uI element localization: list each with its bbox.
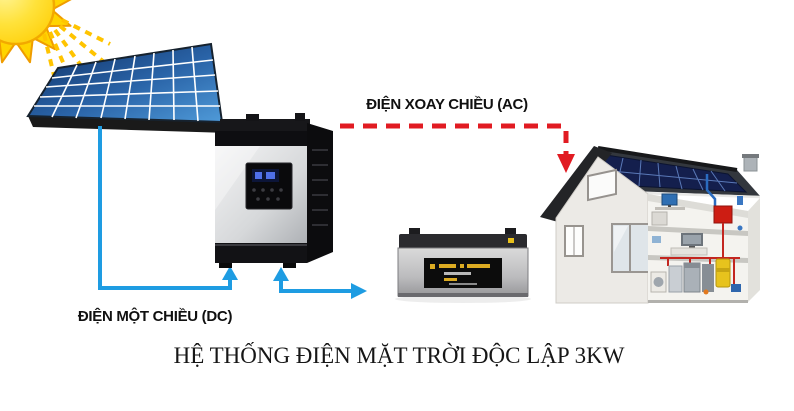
inverter-base bbox=[215, 243, 307, 263]
arrowhead-up-icon bbox=[222, 266, 238, 280]
wall-inverter-box bbox=[713, 205, 733, 224]
chimney bbox=[743, 155, 758, 172]
solar-panel-frame-bottom bbox=[28, 116, 229, 133]
inverter-side-panel bbox=[307, 123, 333, 263]
inverter-top-bezel bbox=[215, 131, 307, 146]
house-interior-cutaway bbox=[648, 174, 760, 303]
sun-rays bbox=[42, 18, 111, 93]
house bbox=[540, 146, 761, 304]
battery-lid bbox=[399, 234, 527, 250]
house-right-wall bbox=[748, 198, 760, 302]
battery-terminal bbox=[505, 228, 516, 236]
sun-core bbox=[0, 0, 56, 46]
arrowhead-right-icon bbox=[351, 283, 367, 299]
solar-panel-grid bbox=[34, 46, 220, 122]
inverter bbox=[215, 113, 333, 268]
dc-wire-inverter-battery bbox=[273, 267, 367, 299]
arrowhead-up-icon bbox=[273, 267, 289, 281]
gable-window bbox=[587, 168, 617, 202]
diagram-title: HỆ THỐNG ĐIỆN MẶT TRỜI ĐỘC LẬP 3KW bbox=[174, 342, 625, 368]
battery-label bbox=[424, 258, 502, 288]
dc-wire-panel-to-inverter bbox=[98, 126, 238, 290]
battery bbox=[395, 228, 531, 303]
solar-panel bbox=[26, 42, 229, 133]
dc-label: ĐIỆN MỘT CHIỀU (DC) bbox=[78, 307, 233, 325]
boiler-tank bbox=[715, 258, 731, 288]
arrowhead-down-icon bbox=[557, 154, 575, 173]
ac-wire-inverter-to-house bbox=[340, 123, 575, 173]
inverter-display bbox=[245, 162, 293, 210]
battery-terminal bbox=[409, 228, 420, 236]
sun-icon bbox=[0, 0, 111, 93]
inverter-bracket bbox=[220, 119, 310, 131]
ac-label: ĐIỆN XOAY CHIỀU (AC) bbox=[366, 95, 528, 113]
